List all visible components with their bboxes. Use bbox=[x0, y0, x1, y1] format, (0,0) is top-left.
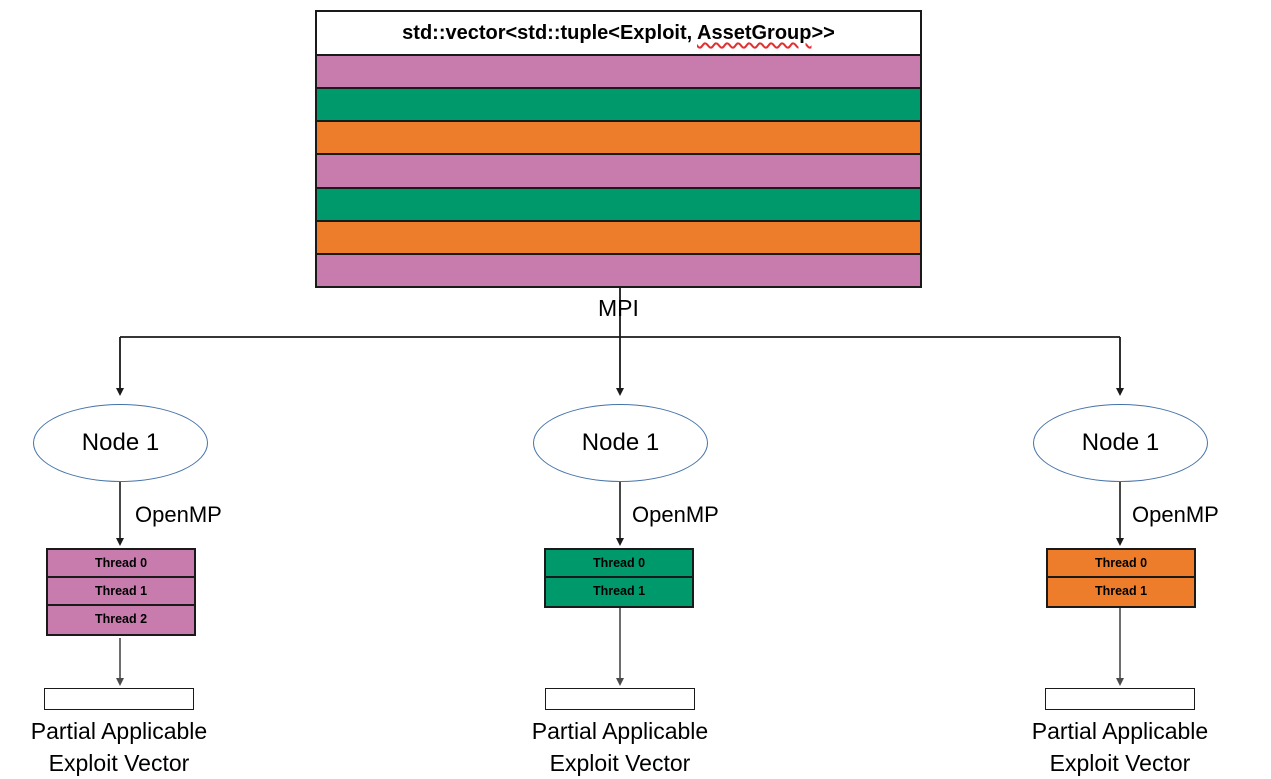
output-caption-1-line2: Exploit Vector bbox=[48, 750, 190, 776]
output-caption-2-line1: Partial Applicable bbox=[531, 718, 709, 744]
node-label-1: Node 1 bbox=[81, 429, 160, 456]
thread-cell-1-2: Thread 2 bbox=[48, 606, 194, 634]
thread-cell-1-1: Thread 1 bbox=[48, 578, 194, 606]
output-vector-box-1 bbox=[44, 688, 194, 710]
vector-title-prefix: std::vector<std::tuple<Exploit, bbox=[402, 22, 697, 44]
mpi-label: MPI bbox=[598, 295, 639, 321]
thread-cell-3-1: Thread 1 bbox=[1048, 578, 1194, 606]
vector-title-misspelled-word: AssetGroup bbox=[697, 22, 812, 44]
vector-block: std::vector<std::tuple<Exploit, AssetGro… bbox=[315, 10, 922, 288]
vector-stripe-2 bbox=[317, 89, 920, 123]
openmp-label-3: OpenMP bbox=[1132, 502, 1219, 527]
node-ellipse-1: Node 1 bbox=[33, 404, 208, 482]
openmp-label-1: OpenMP bbox=[135, 502, 222, 527]
vector-block-title: std::vector<std::tuple<Exploit, AssetGro… bbox=[317, 12, 920, 56]
vector-stripe-7 bbox=[317, 254, 920, 286]
output-caption-3: Partial Applicable Exploit Vector bbox=[970, 715, 1270, 779]
output-vector-box-2 bbox=[545, 688, 695, 710]
node-ellipse-3: Node 1 bbox=[1033, 404, 1208, 482]
output-caption-3-line2: Exploit Vector bbox=[1049, 750, 1191, 776]
thread-cell-2-0: Thread 0 bbox=[546, 550, 692, 578]
node-label-2: Node 1 bbox=[581, 429, 660, 456]
vector-stripe-6 bbox=[317, 221, 920, 255]
vector-stripe-3 bbox=[317, 122, 920, 156]
output-caption-2: Partial Applicable Exploit Vector bbox=[470, 715, 770, 779]
vector-stripe-list bbox=[317, 56, 920, 286]
vector-stripe-5 bbox=[317, 188, 920, 222]
thread-cell-3-0: Thread 0 bbox=[1048, 550, 1194, 578]
node-ellipse-2: Node 1 bbox=[533, 404, 708, 482]
output-vector-box-3 bbox=[1045, 688, 1195, 710]
output-wires bbox=[116, 606, 1124, 686]
output-caption-1-line1: Partial Applicable bbox=[30, 718, 208, 744]
vector-stripe-4 bbox=[317, 155, 920, 189]
openmp-label-2: OpenMP bbox=[632, 502, 719, 527]
vector-stripe-1 bbox=[317, 56, 920, 90]
thread-cell-1-0: Thread 0 bbox=[48, 550, 194, 578]
node-label-3: Node 1 bbox=[1081, 429, 1160, 456]
output-caption-1: Partial Applicable Exploit Vector bbox=[0, 715, 269, 779]
openmp-wires bbox=[116, 482, 1124, 546]
thread-cell-2-1: Thread 1 bbox=[546, 578, 692, 606]
output-caption-3-line1: Partial Applicable bbox=[1031, 718, 1209, 744]
vector-title-suffix: >> bbox=[811, 22, 835, 44]
output-caption-2-line2: Exploit Vector bbox=[549, 750, 691, 776]
